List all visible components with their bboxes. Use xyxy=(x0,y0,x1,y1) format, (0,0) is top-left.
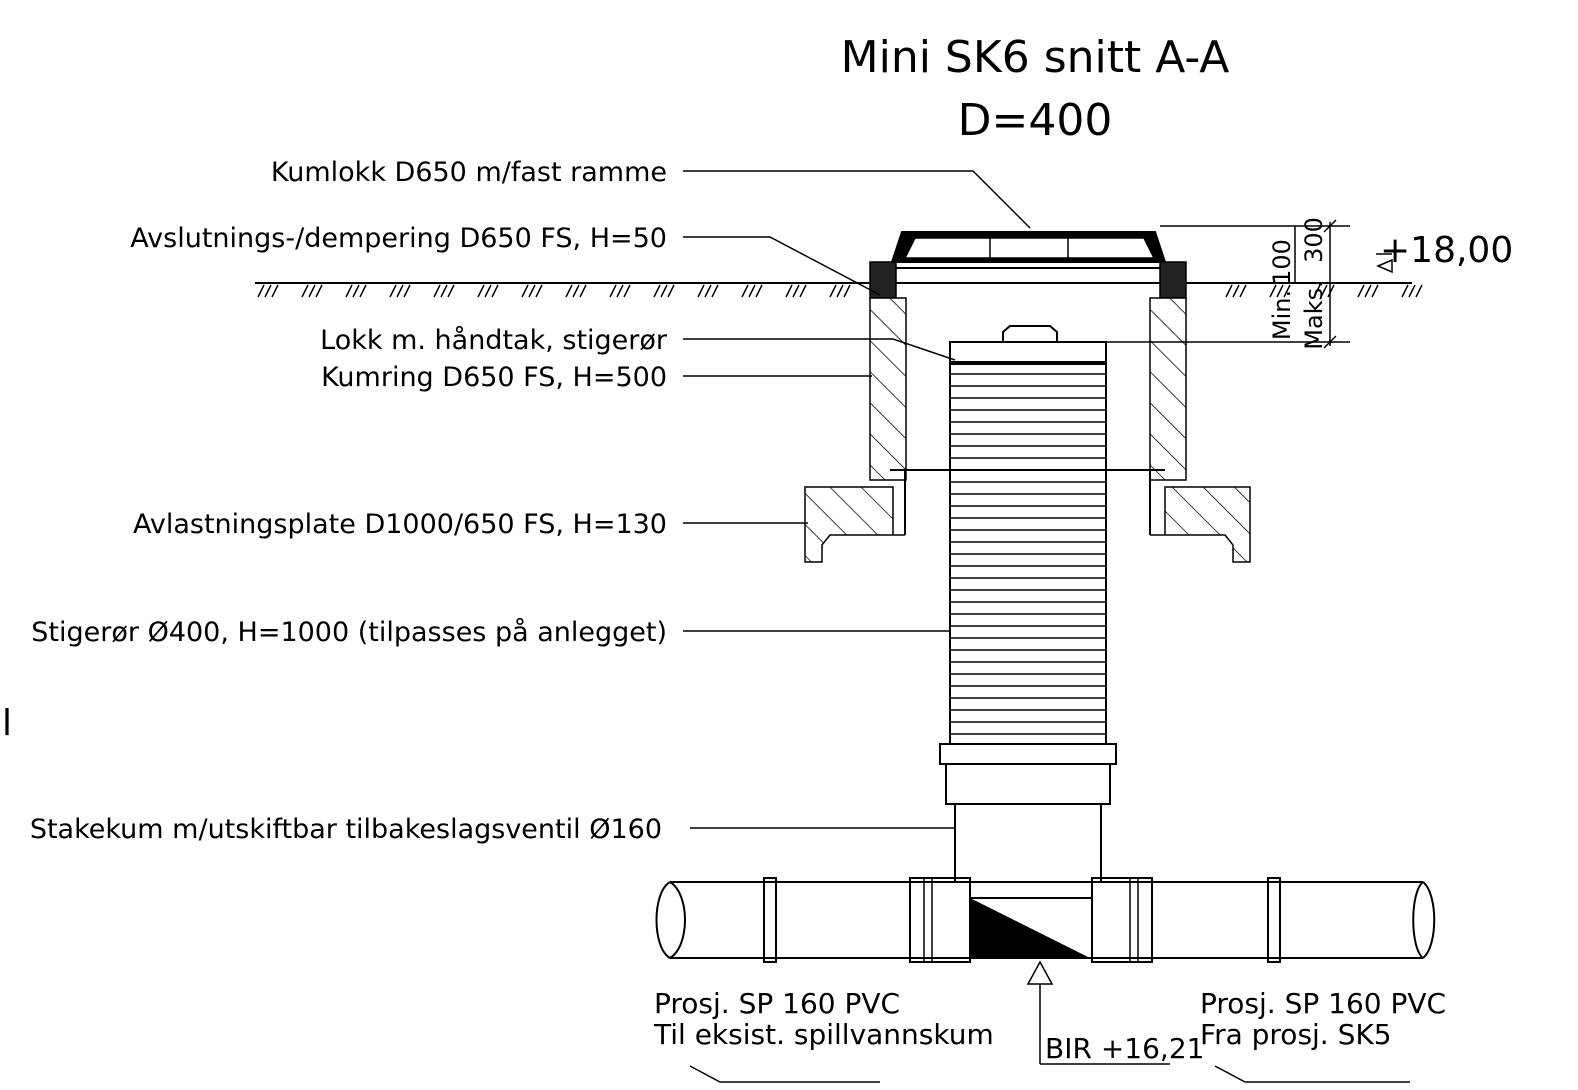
label-stakekum: Stakekum m/utskiftbar tilbakeslagsventil… xyxy=(30,814,662,845)
relief-plate xyxy=(804,469,1251,563)
left-pipe-destination: Til eksist. spillvannskum xyxy=(653,1018,994,1051)
manhole-cover xyxy=(886,231,1172,269)
drawing-subtitle: D=400 xyxy=(958,95,1113,146)
maks-label: Maks. xyxy=(1300,280,1328,349)
elevation-marker xyxy=(1376,253,1393,274)
flow-arrows xyxy=(689,1065,1410,1083)
cover-dimension xyxy=(1100,219,1350,349)
manhole-ring xyxy=(869,297,1187,481)
drawing-title: Mini SK6 snitt A-A xyxy=(841,32,1230,83)
label-kumring: Kumring D650 FS, H=500 xyxy=(321,362,667,393)
label-avslutning: Avslutnings-/dempering D650 FS, H=50 xyxy=(130,223,667,254)
label-avlastning: Avlastningsplate D1000/650 FS, H=130 xyxy=(133,509,667,540)
top-elevation: +18,00 xyxy=(1380,230,1513,271)
leader-lines xyxy=(683,170,1031,829)
min-value: 100 xyxy=(1268,239,1296,285)
min-label: Min. xyxy=(1268,290,1296,340)
maks-value: 300 xyxy=(1300,217,1328,263)
invert-level: BIR +16,21 xyxy=(1045,1032,1204,1065)
right-pipe-origin: Fra prosj. SK5 xyxy=(1200,1018,1392,1051)
dampening-ring xyxy=(869,261,1187,299)
sewer-pipe xyxy=(655,877,1436,963)
cropped-text-fragment: il xyxy=(0,703,12,744)
ground-line xyxy=(255,282,1423,298)
riser-pipe xyxy=(949,361,1107,745)
label-lokk: Lokk m. håndtak, stigerør xyxy=(320,325,668,356)
rodding-chamber xyxy=(939,743,1117,883)
label-kumlokk: Kumlokk D650 m/fast ramme xyxy=(271,157,667,188)
right-pipe-spec: Prosj. SP 160 PVC xyxy=(1200,987,1446,1020)
left-pipe-spec: Prosj. SP 160 PVC xyxy=(654,987,900,1020)
label-stigeror: Stigerør Ø400, H=1000 (tilpasses på anle… xyxy=(31,617,667,648)
riser-lid xyxy=(949,325,1107,365)
invert-marker xyxy=(1026,960,1170,1065)
